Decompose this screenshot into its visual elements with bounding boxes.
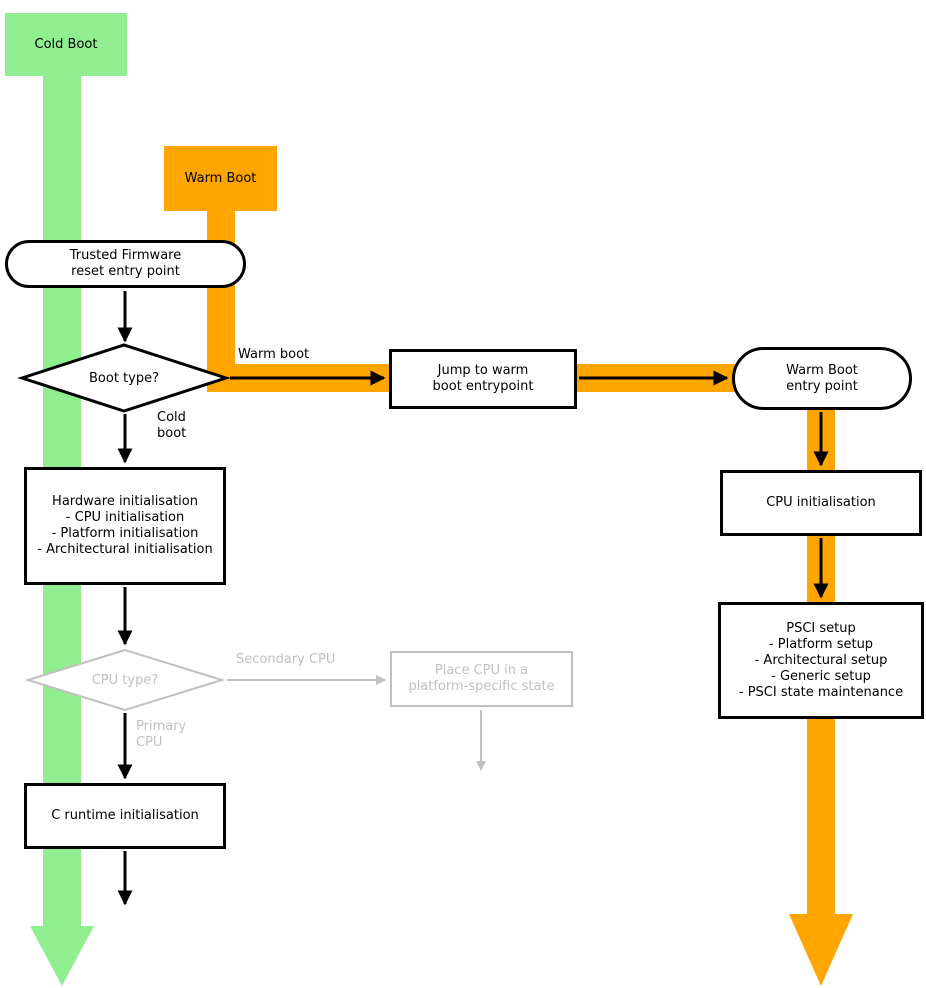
- psci-setup-node: PSCI setup - Platform setup - Architectu…: [718, 602, 924, 719]
- jump-warm-node: Jump to warm boot entrypoint: [389, 349, 577, 409]
- reset-entry-node: Trusted Firmware reset entry point: [5, 240, 246, 288]
- warm-boot-flow-band: [207, 206, 835, 916]
- psci-setup-item: - Platform setup: [768, 636, 874, 652]
- boot-type-question: Boot type?: [89, 370, 159, 386]
- hardware-init-item: - CPU initialisation: [65, 510, 185, 525]
- primary-edge-line1: Primary: [136, 719, 187, 734]
- cpu-init-label: CPU initialisation: [766, 495, 876, 510]
- secondary-cpu-edge-label: Secondary CPU: [236, 652, 336, 667]
- warm-boot-start-node: Warm Boot: [164, 146, 277, 211]
- cold-edge-line1: Cold: [157, 410, 186, 425]
- place-cpu-line1: Place CPU in a: [434, 663, 529, 678]
- psci-setup-item: - Generic setup: [771, 668, 871, 684]
- psci-setup-item: - Architectural setup: [754, 652, 888, 668]
- reset-entry-line1: Trusted Firmware: [69, 248, 182, 263]
- boot-type-label: Boot type?: [22, 345, 226, 411]
- hardware-init-title: Hardware initialisation: [52, 494, 198, 509]
- cpu-init-node: CPU initialisation: [720, 470, 922, 536]
- cold-boot-flow-arrowhead-icon: [30, 926, 94, 986]
- warm-entry-line2: entry point: [786, 378, 858, 394]
- reset-entry-line2: reset entry point: [71, 264, 180, 279]
- cpu-type-diamond: [24, 648, 226, 712]
- warm-boot-edge-label: Warm boot: [238, 347, 310, 362]
- jump-warm-line2: boot entrypoint: [432, 379, 534, 394]
- place-cpu-line2: platform-specific state: [408, 679, 555, 694]
- psci-setup-title: PSCI setup: [786, 620, 856, 636]
- cold-boot-label: Cold Boot: [34, 37, 98, 52]
- cold-edge-line2: boot: [157, 426, 187, 441]
- hardware-init-item: - Architectural initialisation: [37, 542, 213, 557]
- cold-boot-edge-label: Cold boot: [157, 410, 186, 442]
- jump-warm-line1: Jump to warm: [437, 363, 529, 378]
- c-runtime-node: C runtime initialisation: [24, 783, 226, 849]
- place-cpu-node: Place CPU in a platform-specific state: [390, 651, 573, 707]
- warm-entry-line1: Warm Boot: [786, 362, 858, 378]
- boot-type-diamond: [17, 343, 231, 413]
- primary-edge-line2: CPU: [136, 735, 163, 750]
- cpu-type-question: CPU type?: [91, 672, 159, 688]
- hardware-init-item: - Platform initialisation: [51, 526, 199, 541]
- hardware-init-node: Hardware initialisation - CPU initialisa…: [24, 467, 226, 585]
- psci-setup-item: - PSCI state maintenance: [738, 684, 904, 700]
- warm-entry-node: Warm Boot entry point: [732, 347, 912, 410]
- primary-cpu-edge-label: Primary CPU: [136, 719, 186, 751]
- cold-boot-start-node: Cold Boot: [5, 13, 127, 76]
- cpu-type-label: CPU type?: [28, 650, 222, 710]
- warm-boot-label: Warm Boot: [184, 171, 257, 186]
- warm-boot-flow-arrowhead-icon: [789, 914, 853, 986]
- c-runtime-label: C runtime initialisation: [51, 808, 199, 823]
